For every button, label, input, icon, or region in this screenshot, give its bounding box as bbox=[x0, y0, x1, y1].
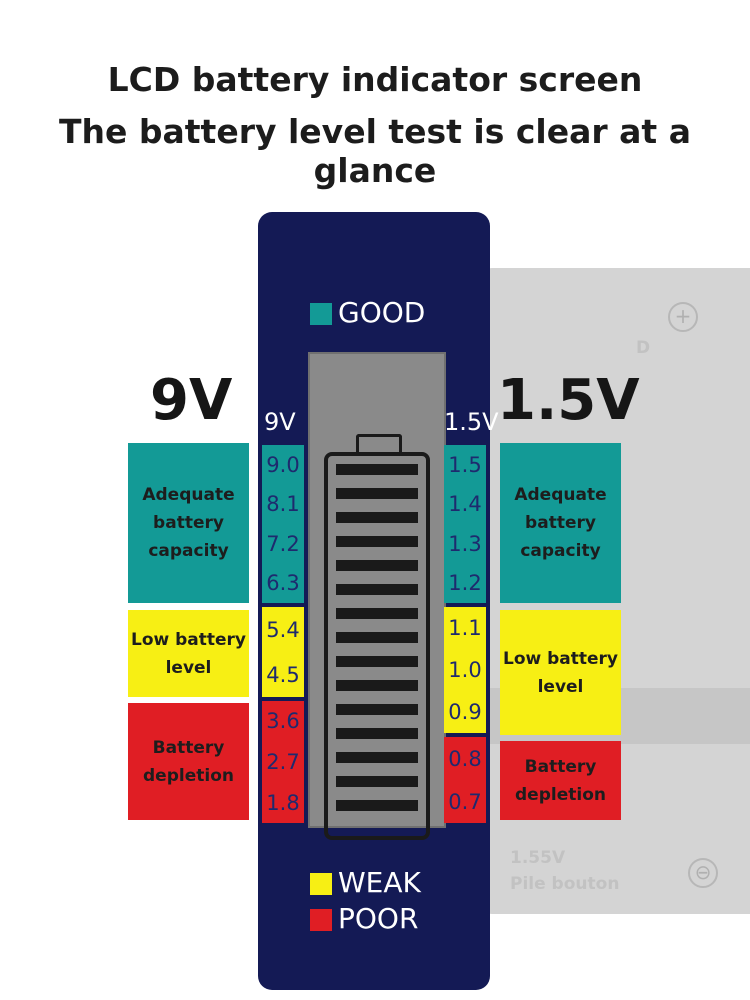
scale-value: 0.7 bbox=[448, 789, 482, 814]
right-label-depletion: Battery depletion bbox=[500, 741, 621, 820]
screw-minus-icon: ⊖ bbox=[688, 858, 718, 888]
scale-header-9v: 9V bbox=[264, 408, 296, 436]
battery-segment bbox=[336, 776, 418, 787]
battery-segment bbox=[336, 632, 418, 643]
right-label-adequate: Adequate battery capacity bbox=[500, 443, 621, 603]
scale-value: 0.9 bbox=[448, 700, 482, 724]
battery-segment bbox=[336, 656, 418, 667]
scale-value: 9.0 bbox=[266, 452, 300, 477]
battery-segment bbox=[336, 704, 418, 715]
battery-segment bbox=[336, 752, 418, 763]
scale-value: 1.2 bbox=[448, 571, 482, 596]
battery-segment bbox=[336, 608, 418, 619]
scale-9v-weak: 5.4 4.5 bbox=[262, 607, 304, 697]
big-label-1-5v: 1.5V bbox=[497, 368, 640, 433]
scale-value: 4.5 bbox=[266, 662, 300, 687]
battery-cap-icon bbox=[356, 434, 402, 455]
scale-1-5v-good: 1.5 1.4 1.3 1.2 bbox=[444, 445, 486, 603]
battery-segment bbox=[336, 464, 418, 475]
left-label-low: Low battery level bbox=[128, 610, 249, 697]
big-label-9v: 9V bbox=[150, 368, 233, 433]
scale-1-5v-poor: 0.8 0.7 bbox=[444, 737, 486, 823]
battery-segment bbox=[336, 728, 418, 739]
battery-screen bbox=[308, 352, 446, 840]
battery-segment bbox=[336, 512, 418, 523]
scale-value: 8.1 bbox=[266, 492, 300, 517]
scale-value: 1.4 bbox=[448, 492, 482, 517]
scale-9v-good: 9.0 8.1 7.2 6.3 bbox=[262, 445, 304, 603]
poor-swatch-icon bbox=[310, 909, 332, 931]
headline-line-2: The battery level test is clear at a gla… bbox=[59, 112, 691, 190]
right-label-low: Low battery level bbox=[500, 610, 621, 735]
tester-letter-d: D bbox=[636, 338, 651, 358]
battery-segment bbox=[336, 584, 418, 595]
left-label-adequate: Adequate battery capacity bbox=[128, 443, 249, 603]
battery-segment bbox=[336, 800, 418, 811]
scale-header-1-5v: 1.5V bbox=[444, 408, 499, 436]
left-label-depletion: Battery depletion bbox=[128, 703, 249, 820]
battery-segment bbox=[336, 680, 418, 691]
legend-good: GOOD bbox=[310, 296, 425, 329]
battery-body-icon bbox=[324, 452, 430, 840]
scale-value: 0.8 bbox=[448, 746, 482, 771]
scale-value: 7.2 bbox=[266, 531, 300, 556]
scale-value: 1.8 bbox=[266, 790, 300, 815]
weak-swatch-icon bbox=[310, 873, 332, 895]
battery-segment bbox=[336, 536, 418, 547]
scale-value: 1.3 bbox=[448, 531, 482, 556]
legend-poor: POOR bbox=[310, 902, 418, 935]
lcd-panel: GOOD 9V 1.5V 9.0 8.1 7.2 6.3 5.4 4.5 3.6 2.7 1… bbox=[258, 212, 499, 990]
battery-segment bbox=[336, 560, 418, 571]
scale-9v-poor: 3.6 2.7 1.8 bbox=[262, 701, 304, 823]
scale-value: 1.0 bbox=[448, 658, 482, 682]
battery-segment bbox=[336, 488, 418, 499]
tester-faint-voltage: 1.55V bbox=[510, 848, 566, 868]
screw-plus-icon: + bbox=[668, 302, 698, 332]
scale-value: 6.3 bbox=[266, 571, 300, 596]
scale-value: 1.5 bbox=[448, 452, 482, 477]
scale-value: 5.4 bbox=[266, 617, 300, 642]
scale-value: 3.6 bbox=[266, 709, 300, 734]
headline-line-1: LCD battery indicator screen bbox=[107, 60, 643, 99]
scale-value: 1.1 bbox=[448, 616, 482, 640]
scale-1-5v-weak: 1.1 1.0 0.9 bbox=[444, 607, 486, 733]
scale-value: 2.7 bbox=[266, 749, 300, 774]
good-swatch-icon bbox=[310, 303, 332, 325]
legend-weak: WEAK bbox=[310, 866, 421, 899]
tester-faint-label: Pile bouton bbox=[510, 874, 620, 894]
